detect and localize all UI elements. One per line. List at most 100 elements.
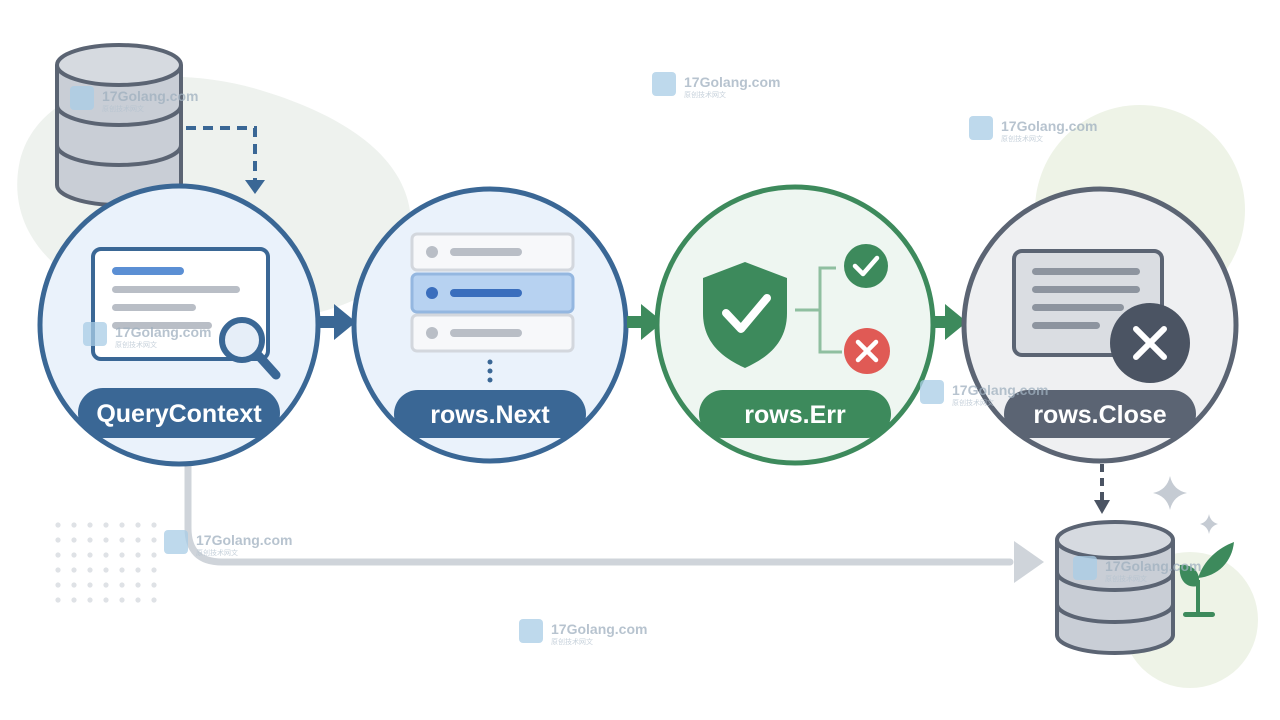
sparkle-icon xyxy=(1200,514,1218,534)
watermark-subtext: 原创技术网文 xyxy=(952,398,994,407)
branch-connector xyxy=(795,266,842,354)
grid-dot xyxy=(87,582,93,588)
watermark-logo-icon xyxy=(164,530,188,554)
grid-dot xyxy=(119,537,125,543)
watermark-subtext: 原创技术网文 xyxy=(1001,134,1043,143)
step-label-pill xyxy=(699,390,891,438)
watermark-logo-icon xyxy=(920,380,944,404)
step-label-pill xyxy=(78,388,280,438)
grid-dot xyxy=(103,567,109,573)
grid-dot xyxy=(135,582,141,588)
grid-dot xyxy=(87,552,93,558)
flow-arrow xyxy=(627,304,663,340)
watermark-subtext: 原创技术网文 xyxy=(115,340,157,349)
grid-dot xyxy=(55,552,61,558)
watermark-logo-icon xyxy=(70,86,94,110)
watermark-logo-icon xyxy=(83,322,107,346)
row-list-icon xyxy=(410,232,575,383)
watermark-logo-icon xyxy=(1073,556,1097,580)
shield-check-icon xyxy=(703,262,787,368)
grid-dot xyxy=(151,537,157,543)
grid-dot xyxy=(87,597,93,603)
watermark-layer: 17Golang.com原创技术网文17Golang.com原创技术网文17Go… xyxy=(70,72,1201,646)
watermark-subtext: 原创技术网文 xyxy=(551,637,593,646)
dashed-connector-arrowhead xyxy=(1094,500,1110,514)
grid-dot xyxy=(151,582,157,588)
grid-dot xyxy=(87,567,93,573)
watermark-subtext: 原创技术网文 xyxy=(1105,574,1147,583)
sprout-icon xyxy=(1179,542,1234,617)
step-label: QueryContext xyxy=(96,400,262,428)
step-label: rows.Close xyxy=(1033,401,1166,429)
grid-dot xyxy=(103,522,109,528)
step-query-context: QueryContext xyxy=(37,183,321,467)
grid-dot xyxy=(119,597,125,603)
grid-dot xyxy=(119,582,125,588)
watermark-subtext: 原创技术网文 xyxy=(684,90,726,99)
dashed-connector-arrowhead xyxy=(245,180,265,194)
grid-dot xyxy=(135,522,141,528)
watermark-text: 17Golang.com xyxy=(1001,118,1097,134)
watermark-text: 17Golang.com xyxy=(115,324,211,340)
grid-dot xyxy=(71,582,77,588)
step-rows-next: rows.Next xyxy=(351,186,629,464)
watermark-subtext: 原创技术网文 xyxy=(196,548,238,557)
grid-dot xyxy=(103,537,109,543)
grid-dot xyxy=(71,552,77,558)
grid-dot xyxy=(135,567,141,573)
grid-dot xyxy=(87,522,93,528)
flow-arrow xyxy=(932,304,967,340)
error-circle-icon xyxy=(844,328,890,374)
watermark-text: 17Golang.com xyxy=(684,74,780,90)
search-document-icon xyxy=(91,247,281,380)
grid-dot xyxy=(119,522,125,528)
grid-dot xyxy=(103,582,109,588)
sparkle-icon xyxy=(1153,476,1187,510)
watermark-logo-icon xyxy=(969,116,993,140)
watermark-text: 17Golang.com xyxy=(102,88,198,104)
grid-dot xyxy=(55,537,61,543)
database-icon xyxy=(55,43,183,207)
grid-dot xyxy=(103,552,109,558)
grid-dot xyxy=(71,597,77,603)
dashed-connector xyxy=(186,126,257,182)
grid-dot xyxy=(135,597,141,603)
flow-arrow xyxy=(318,304,356,340)
watermark-text: 17Golang.com xyxy=(952,382,1048,398)
grid-dot xyxy=(55,567,61,573)
grid-dot xyxy=(151,552,157,558)
step-rows-err: rows.Err xyxy=(654,184,936,466)
grid-dot xyxy=(71,567,77,573)
grid-dot xyxy=(151,567,157,573)
grid-dot xyxy=(151,597,157,603)
step-label: rows.Next xyxy=(430,401,550,429)
step-label-pill xyxy=(1004,390,1196,438)
check-circle-icon xyxy=(844,244,888,288)
grid-dot xyxy=(151,522,157,528)
grid-dot xyxy=(135,537,141,543)
grid-dot xyxy=(135,552,141,558)
close-document-icon xyxy=(1012,249,1190,383)
dot-grid xyxy=(55,522,157,603)
step-label-pill xyxy=(394,390,586,438)
watermark-text: 17Golang.com xyxy=(551,621,647,637)
database-icon xyxy=(1055,520,1175,655)
grid-dot xyxy=(71,522,77,528)
grid-dot xyxy=(119,567,125,573)
grid-dot xyxy=(119,552,125,558)
watermark-text: 17Golang.com xyxy=(1105,558,1201,574)
grid-dot xyxy=(55,582,61,588)
bypass-arrowhead xyxy=(1014,541,1044,583)
grid-dot xyxy=(71,537,77,543)
watermark-text: 17Golang.com xyxy=(196,532,292,548)
step-label: rows.Err xyxy=(744,401,846,429)
bypass-line xyxy=(184,461,1014,566)
